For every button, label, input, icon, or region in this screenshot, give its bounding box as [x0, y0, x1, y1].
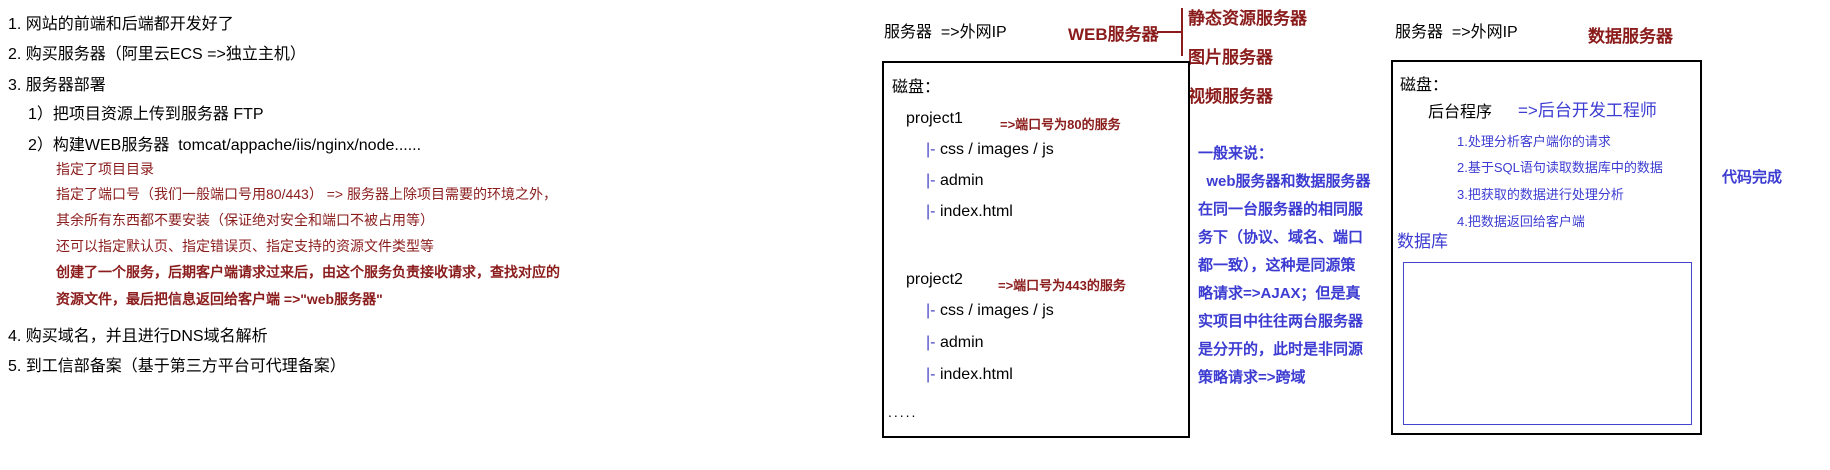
- note-item-3-sub-1: 1）把项目资源上传到服务器 FTP: [28, 106, 264, 123]
- note-detail-1: 指定了项目目录: [56, 161, 154, 177]
- web-server-box: [882, 61, 1190, 438]
- related-server-image: 图片服务器: [1188, 48, 1273, 67]
- project1-file-index: |- index.html: [926, 203, 1013, 221]
- file-label: index.html: [939, 203, 1013, 220]
- project2-name: project2: [906, 271, 963, 288]
- tree-pipe: |-: [926, 334, 936, 351]
- file-label: admin: [939, 334, 984, 351]
- backend-program-label: 后台程序: [1428, 104, 1493, 121]
- tree-pipe: |-: [926, 141, 936, 158]
- backend-step-3: 3.把获取的数据进行处理分析: [1457, 187, 1624, 202]
- file-label: admin: [939, 172, 984, 189]
- web-server-header: 服务器 =>外网IP: [884, 24, 1007, 41]
- note-detail-6: 资源文件，最后把信息返回给客户端 =>"web服务器": [56, 291, 383, 307]
- web-server-tag: WEB服务器: [1068, 25, 1159, 44]
- data-server-header: 服务器 =>外网IP: [1395, 24, 1518, 41]
- note-detail-4: 还可以指定默认页、指定错误页、指定支持的资源文件类型等: [56, 238, 434, 254]
- database-label: 数据库: [1397, 232, 1448, 251]
- project1-port-note: =>端口号为80的服务: [1000, 117, 1121, 132]
- note-detail-2: 指定了端口号（我们一般端口号用80/443） => 服务器上除项目需要的环境之外…: [56, 186, 557, 202]
- same-origin-note-text: 一般来说： web服务器和数据服务器 在同一台服务器的相同服 务下（协议、域名、…: [1198, 145, 1371, 386]
- note-item-3: 3. 服务器部署: [8, 77, 106, 94]
- file-label: index.html: [939, 366, 1013, 383]
- code-done-note: 代码完成: [1722, 169, 1783, 186]
- data-server-tag: 数据服务器: [1588, 27, 1673, 46]
- tree-pipe: |-: [926, 203, 936, 220]
- note-detail-3: 其余所有东西都不要安装（保证绝对安全和端口不被占用等）: [56, 212, 434, 228]
- disk-label: 磁盘：: [1400, 77, 1449, 94]
- project2-file-admin: |- admin: [926, 334, 984, 352]
- project2-file-css: |- css / images / js: [926, 302, 1054, 320]
- project1-file-css: |- css / images / js: [926, 141, 1054, 159]
- note-item-3-sub-2: 2）构建WEB服务器 tomcat/appache/iis/nginx/node…: [28, 137, 422, 154]
- file-label: css / images / js: [939, 141, 1054, 158]
- tree-pipe: |-: [926, 366, 936, 383]
- project2-file-index: |- index.html: [926, 366, 1013, 384]
- backend-step-2: 2.基于SQL语句读取数据库中的数据: [1457, 160, 1663, 175]
- note-detail-5: 创建了一个服务，后期客户端请求过来后，由这个服务负责接收请求，查找对应的: [56, 264, 560, 280]
- disk-label: 磁盘：: [892, 79, 941, 96]
- related-server-video: 视频服务器: [1188, 87, 1273, 106]
- database-box: [1403, 262, 1692, 425]
- ellipsis: .....: [888, 404, 918, 420]
- file-label: css / images / js: [939, 302, 1054, 319]
- backend-engineer-note: =>后台开发工程师: [1518, 101, 1657, 120]
- backend-step-4: 4.把数据返回给客户端: [1457, 214, 1585, 229]
- related-server-static: 静态资源服务器: [1188, 9, 1307, 28]
- project1-file-admin: |- admin: [926, 172, 984, 190]
- connector-bracket: [1181, 8, 1183, 56]
- note-item-5: 5. 到工信部备案（基于第三方平台可代理备案）: [8, 358, 346, 375]
- tree-pipe: |-: [926, 302, 936, 319]
- note-item-4: 4. 购买域名，并且进行DNS域名解析: [8, 328, 268, 345]
- note-item-1: 1. 网站的前端和后端都开发好了: [8, 16, 234, 33]
- backend-step-1: 1.处理分析客户端你的请求: [1457, 134, 1611, 149]
- project2-port-note: =>端口号为443的服务: [998, 278, 1126, 293]
- note-item-2: 2. 购买服务器（阿里云ECS =>独立主机）: [8, 46, 306, 63]
- connector-dash: [1157, 31, 1182, 33]
- tree-pipe: |-: [926, 172, 936, 189]
- project1-name: project1: [906, 110, 963, 127]
